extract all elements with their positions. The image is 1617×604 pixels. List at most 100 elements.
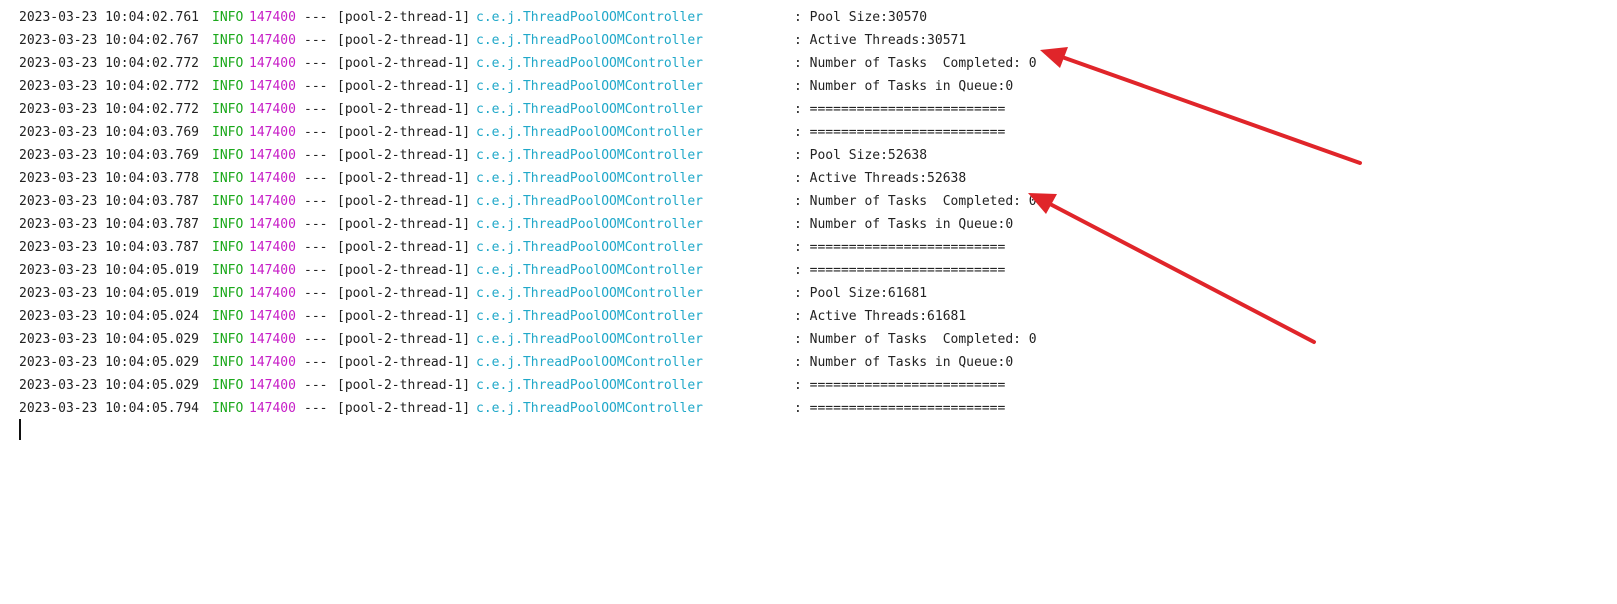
log-message: : Number of Tasks Completed: 0	[794, 332, 1037, 347]
log-pid: 147400	[249, 33, 296, 48]
log-message: : Active Threads:30571	[794, 33, 967, 48]
log-thread: [pool-2-thread-1]	[337, 355, 471, 370]
log-logger: c.e.j.ThreadPoolOOMController	[476, 33, 703, 48]
log-separator: ---	[304, 33, 328, 48]
log-line: 2023-03-23 10:04:05.019 INFO 147400 --- …	[19, 282, 927, 305]
log-line: 2023-03-23 10:04:03.769 INFO 147400 --- …	[19, 144, 927, 167]
log-level: INFO	[212, 286, 244, 301]
log-thread: [pool-2-thread-1]	[337, 286, 471, 301]
log-separator: ---	[304, 286, 328, 301]
log-pid: 147400	[249, 286, 296, 301]
log-pid: 147400	[249, 10, 296, 25]
log-timestamp: 2023-03-23 10:04:05.024	[19, 309, 200, 324]
log-timestamp: 2023-03-23 10:04:05.029	[19, 332, 200, 347]
log-thread: [pool-2-thread-1]	[337, 401, 471, 416]
log-timestamp: 2023-03-23 10:04:02.772	[19, 56, 200, 71]
log-logger: c.e.j.ThreadPoolOOMController	[476, 240, 703, 255]
log-pid: 147400	[249, 171, 296, 186]
log-pid: 147400	[249, 125, 296, 140]
log-thread: [pool-2-thread-1]	[337, 309, 471, 324]
log-logger: c.e.j.ThreadPoolOOMController	[476, 309, 703, 324]
log-separator: ---	[304, 125, 328, 140]
log-timestamp: 2023-03-23 10:04:03.769	[19, 148, 200, 163]
log-pid: 147400	[249, 309, 296, 324]
log-level: INFO	[212, 10, 244, 25]
log-message: : =========================	[794, 102, 1006, 117]
log-separator: ---	[304, 194, 328, 209]
log-level: INFO	[212, 332, 244, 347]
log-timestamp: 2023-03-23 10:04:03.787	[19, 217, 200, 232]
log-separator: ---	[304, 355, 328, 370]
log-thread: [pool-2-thread-1]	[337, 263, 471, 278]
log-thread: [pool-2-thread-1]	[337, 33, 471, 48]
log-logger: c.e.j.ThreadPoolOOMController	[476, 56, 703, 71]
log-pid: 147400	[249, 332, 296, 347]
log-thread: [pool-2-thread-1]	[337, 332, 471, 347]
log-pid: 147400	[249, 355, 296, 370]
log-line: 2023-03-23 10:04:05.019 INFO 147400 --- …	[19, 259, 1005, 282]
log-timestamp: 2023-03-23 10:04:05.794	[19, 401, 200, 416]
log-level: INFO	[212, 125, 244, 140]
log-line: 2023-03-23 10:04:05.024 INFO 147400 --- …	[19, 305, 966, 328]
log-thread: [pool-2-thread-1]	[337, 378, 471, 393]
log-timestamp: 2023-03-23 10:04:05.029	[19, 378, 200, 393]
log-logger: c.e.j.ThreadPoolOOMController	[476, 171, 703, 186]
log-separator: ---	[304, 401, 328, 416]
log-level: INFO	[212, 263, 244, 278]
log-level: INFO	[212, 401, 244, 416]
log-lines: 2023-03-23 10:04:02.761 INFO 147400 --- …	[19, 6, 1037, 420]
log-level: INFO	[212, 56, 244, 71]
log-timestamp: 2023-03-23 10:04:02.767	[19, 33, 200, 48]
log-logger: c.e.j.ThreadPoolOOMController	[476, 148, 703, 163]
log-line: 2023-03-23 10:04:03.787 INFO 147400 --- …	[19, 213, 1013, 236]
log-pid: 147400	[249, 56, 296, 71]
log-timestamp: 2023-03-23 10:04:02.772	[19, 102, 200, 117]
log-message: : =========================	[794, 240, 1006, 255]
log-line: 2023-03-23 10:04:02.772 INFO 147400 --- …	[19, 75, 1013, 98]
log-timestamp: 2023-03-23 10:04:03.787	[19, 194, 200, 209]
log-logger: c.e.j.ThreadPoolOOMController	[476, 355, 703, 370]
log-logger: c.e.j.ThreadPoolOOMController	[476, 102, 703, 117]
log-level: INFO	[212, 148, 244, 163]
console-output[interactable]: 2023-03-23 10:04:02.761 INFO 147400 --- …	[0, 0, 1617, 455]
log-level: INFO	[212, 79, 244, 94]
log-level: INFO	[212, 171, 244, 186]
log-thread: [pool-2-thread-1]	[337, 102, 471, 117]
log-level: INFO	[212, 355, 244, 370]
log-timestamp: 2023-03-23 10:04:05.019	[19, 263, 200, 278]
log-pid: 147400	[249, 240, 296, 255]
log-line: 2023-03-23 10:04:02.761 INFO 147400 --- …	[19, 6, 927, 29]
log-separator: ---	[304, 378, 328, 393]
log-thread: [pool-2-thread-1]	[337, 56, 471, 71]
log-message: : Number of Tasks in Queue:0	[794, 355, 1014, 370]
log-thread: [pool-2-thread-1]	[337, 79, 471, 94]
log-logger: c.e.j.ThreadPoolOOMController	[476, 79, 703, 94]
log-pid: 147400	[249, 79, 296, 94]
log-pid: 147400	[249, 102, 296, 117]
log-logger: c.e.j.ThreadPoolOOMController	[476, 332, 703, 347]
log-message: : Pool Size:30570	[794, 10, 928, 25]
log-logger: c.e.j.ThreadPoolOOMController	[476, 401, 703, 416]
log-pid: 147400	[249, 263, 296, 278]
log-line: 2023-03-23 10:04:03.787 INFO 147400 --- …	[19, 236, 1005, 259]
log-line: 2023-03-23 10:04:05.029 INFO 147400 --- …	[19, 351, 1013, 374]
log-separator: ---	[304, 148, 328, 163]
log-line: 2023-03-23 10:04:02.767 INFO 147400 --- …	[19, 29, 966, 52]
log-level: INFO	[212, 194, 244, 209]
log-message: : Pool Size:52638	[794, 148, 928, 163]
log-timestamp: 2023-03-23 10:04:03.769	[19, 125, 200, 140]
log-level: INFO	[212, 33, 244, 48]
log-separator: ---	[304, 79, 328, 94]
log-message: : Active Threads:61681	[794, 309, 967, 324]
log-message: : Active Threads:52638	[794, 171, 967, 186]
log-thread: [pool-2-thread-1]	[337, 10, 471, 25]
arrow-head	[1040, 47, 1068, 68]
log-line: 2023-03-23 10:04:02.772 INFO 147400 --- …	[19, 52, 1037, 75]
log-message: : =========================	[794, 263, 1006, 278]
log-line: 2023-03-23 10:04:03.778 INFO 147400 --- …	[19, 167, 966, 190]
log-line: 2023-03-23 10:04:05.794 INFO 147400 --- …	[19, 397, 1005, 420]
log-thread: [pool-2-thread-1]	[337, 171, 471, 186]
log-separator: ---	[304, 10, 328, 25]
log-logger: c.e.j.ThreadPoolOOMController	[476, 217, 703, 232]
log-message: : Number of Tasks in Queue:0	[794, 79, 1014, 94]
